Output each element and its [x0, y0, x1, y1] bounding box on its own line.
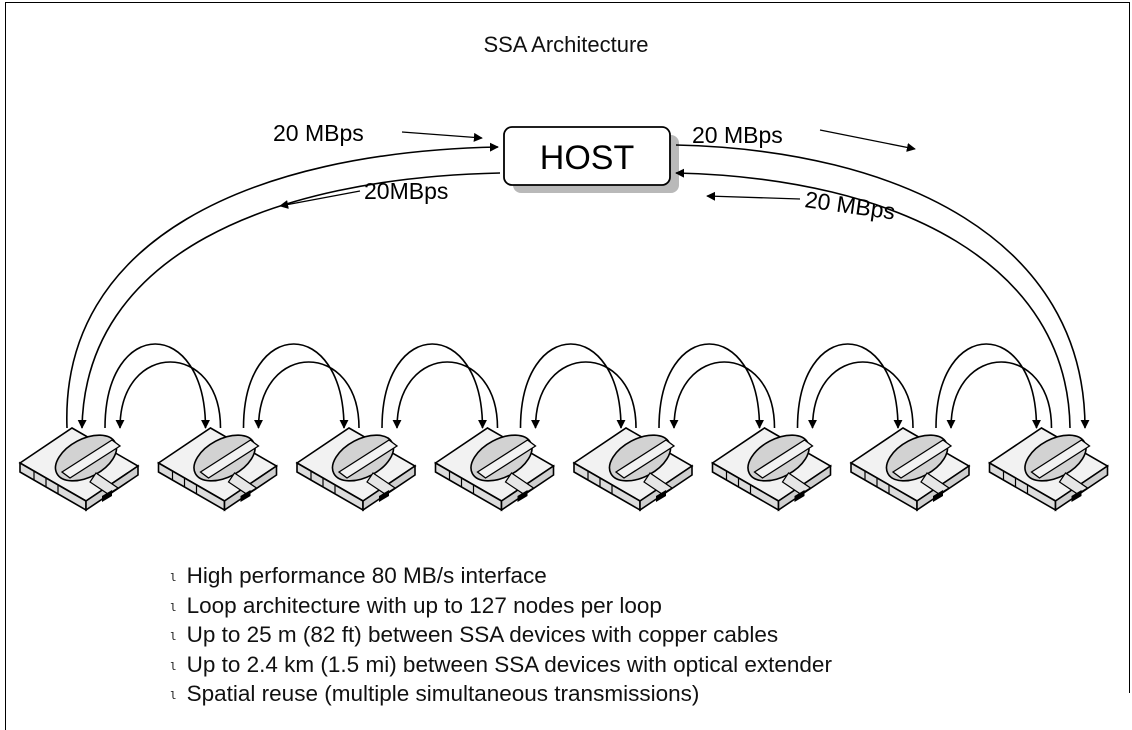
- host-in-link-left: [66, 142, 499, 429]
- feature-text: High performance 80 MB/s interface: [186, 563, 547, 588]
- feature-text: Up to 25 m (82 ft) between SSA devices w…: [186, 622, 779, 647]
- bullet-marker: l: [170, 571, 177, 584]
- loop-arc: [519, 343, 626, 429]
- diagram-title: SSA Architecture: [483, 32, 649, 57]
- bullet-marker: l: [170, 659, 177, 673]
- disk-drive-icon: [850, 424, 970, 511]
- loop-arc: [796, 343, 903, 429]
- label-right-in: 20 MBps: [803, 186, 897, 224]
- feature-item: l Spatial reuse (multiple simultaneous tr…: [170, 681, 832, 711]
- disk-drive-icon: [296, 424, 416, 511]
- loop-arc: [935, 343, 1041, 429]
- feature-item: l Loop architecture with up to 127 nodes …: [170, 593, 832, 623]
- disk-drive-icon: [434, 424, 555, 511]
- disk-drive-icon: [711, 424, 832, 511]
- slide-frame: [5, 2, 1130, 693]
- loop-arc: [669, 361, 776, 429]
- host-out-link-right: [675, 144, 1090, 429]
- device-loop-arcs: [104, 343, 1053, 429]
- loop-arc: [808, 361, 914, 429]
- loop-arc: [381, 343, 487, 429]
- bullet-marker: l: [170, 600, 177, 614]
- host-out-link-left: [77, 172, 501, 429]
- loop-arc: [392, 361, 499, 429]
- loop-arc: [531, 361, 637, 429]
- loop-arc: [254, 361, 360, 429]
- disk-drive-icon: [988, 424, 1109, 511]
- feature-text: Spatial reuse (multiple simultaneous tra…: [186, 681, 700, 706]
- feature-item: l Up to 25 m (82 ft) between SSA devices …: [170, 622, 832, 652]
- disk-drive-icon: [19, 424, 139, 511]
- disk-drive-icon: [157, 424, 278, 511]
- feature-item: l High performance 80 MB/s interface: [170, 563, 832, 593]
- label-left-in: 20 MBps: [273, 120, 364, 146]
- feature-item: l Up to 2.4 km (1.5 mi) between SSA devic…: [170, 652, 832, 682]
- label-right-out: 20 MBps: [692, 122, 783, 148]
- label-left-out: 20MBps: [364, 178, 448, 204]
- host-in-link-right: [675, 168, 1071, 429]
- loop-arc: [104, 343, 210, 429]
- loop-arc: [242, 343, 349, 429]
- host-label: HOST: [540, 139, 634, 177]
- loop-arc: [658, 343, 764, 429]
- feature-text: Up to 2.4 km (1.5 mi) between SSA device…: [186, 651, 832, 677]
- loop-arc: [946, 361, 1053, 429]
- host-box: [503, 126, 671, 186]
- ssa-loop-diagram: HOST 20 MBps 20MBps 20 MBps 20 MBps: [19, 120, 1109, 511]
- disk-drive-icon: [573, 424, 693, 511]
- device-row: [19, 424, 1109, 511]
- frame-edge: [5, 692, 6, 730]
- bullet-marker: l: [170, 630, 177, 643]
- bullet-marker: l: [170, 689, 177, 702]
- feature-text: Loop architecture with up to 127 nodes p…: [186, 592, 662, 618]
- loop-arc: [115, 361, 222, 429]
